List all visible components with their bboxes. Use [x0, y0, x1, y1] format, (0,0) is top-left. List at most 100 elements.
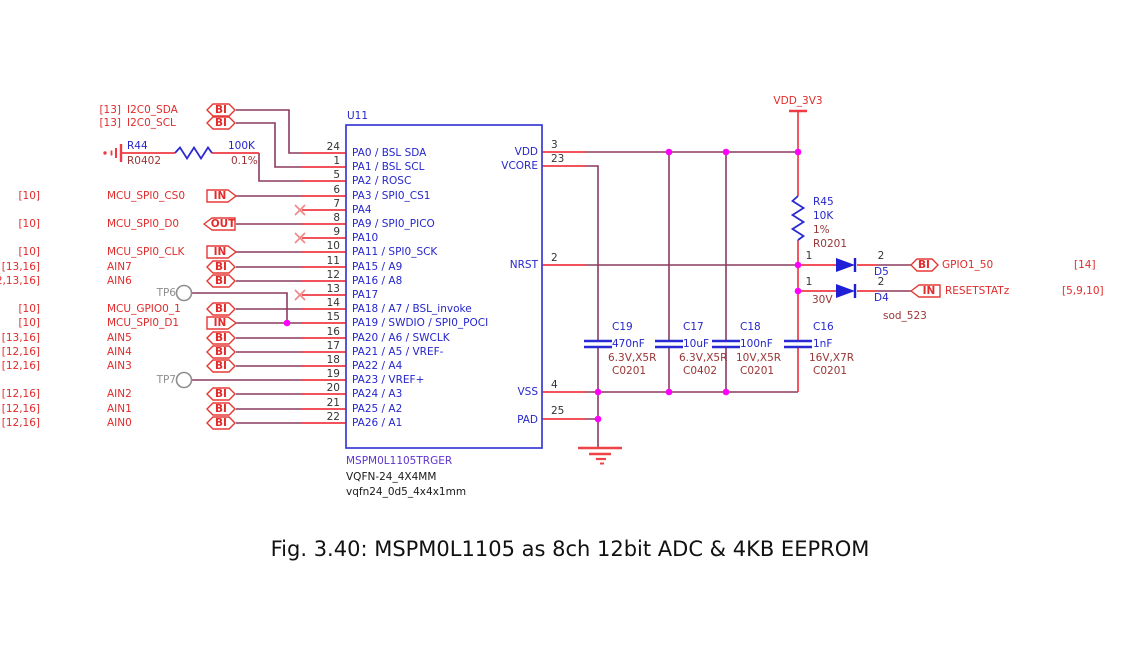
capacitor-value: 10uF	[683, 338, 709, 350]
chip-pin-name: VCORE	[501, 160, 538, 172]
capacitor-rating: 6.3V,X5R	[679, 352, 727, 364]
chip-pin-name: VSS	[517, 386, 538, 398]
resistor-footprint: R0402	[127, 155, 161, 167]
diode-rating: 30V	[812, 294, 833, 306]
chip-pin-name: PA4	[352, 204, 372, 216]
port-i2c0-scl	[206, 116, 236, 130]
port-ain2	[206, 387, 236, 401]
sheet-refs: [10]	[18, 246, 40, 258]
capacitor-rating: 6.3V,X5R	[608, 352, 656, 364]
chip-pin-number: 12	[327, 269, 340, 281]
chip-pin-number: 21	[327, 397, 340, 409]
diode-footprint: sod_523	[883, 310, 927, 322]
chip-pin-number: 23	[551, 153, 564, 165]
port-mcu-spi0-clk	[206, 245, 238, 259]
chip-pin-name: PA24 / A3	[352, 388, 402, 400]
capacitor-refdes: C17	[683, 321, 704, 333]
chip-pin-name: PA10	[352, 232, 378, 244]
chip-pin-name: PA25 / A2	[352, 403, 402, 415]
port-direction-label: BI	[215, 388, 227, 400]
port-gpio1-50	[910, 258, 939, 272]
port-direction-label: OUT	[211, 218, 236, 230]
chip-pin-name: PA15 / A9	[352, 261, 402, 273]
net-label: I2C0_SDA	[127, 104, 179, 116]
sheet-refs: [5,9,10]	[1062, 285, 1104, 297]
chip-pin-number: 7	[333, 198, 340, 210]
sheet-refs: [13,16]	[2, 261, 40, 273]
chip-pin-number: 8	[333, 212, 340, 224]
port-ain3	[206, 359, 236, 373]
capacitor-rating: 16V,X7R	[809, 352, 854, 364]
chip-pin-name: PA16 / A8	[352, 275, 402, 287]
chip-footprint-alt: vqfn24_0d5_4x4x1mm	[346, 486, 466, 498]
port-direction-label: IN	[923, 285, 936, 297]
port-ain0	[206, 416, 236, 430]
net-label: AIN3	[107, 360, 132, 372]
power-net-label: VDD_3V3	[773, 95, 822, 107]
chip-pin-name: VDD	[515, 146, 538, 158]
capacitor-footprint: C0201	[813, 365, 847, 377]
ground-symbol-left	[103, 144, 123, 162]
chip-pin-name: PA11 / SPI0_SCK	[352, 246, 438, 258]
chip-pin-number: 10	[327, 240, 340, 252]
net-label: AIN4	[107, 346, 132, 358]
capacitor-refdes: C18	[740, 321, 761, 333]
chip-pin-number: 13	[327, 283, 340, 295]
sheet-refs: [13,16]	[2, 332, 40, 344]
ground-symbol-bottom	[578, 446, 622, 465]
chip-pin-name: PA21 / A5 / VREF-	[352, 346, 444, 358]
chip-footprint: VQFN-24_4X4MM	[346, 471, 436, 483]
chip-pin-number: 20	[327, 382, 340, 394]
net-label: MCU_SPI0_D0	[107, 218, 179, 230]
test-point-tp7-pad	[175, 371, 193, 389]
chip-pin-number: 11	[327, 255, 340, 267]
port-direction-label: BI	[215, 104, 227, 116]
test-point-label: TP7	[156, 374, 176, 386]
resistor-footprint: R0201	[813, 238, 847, 250]
port-direction-label: BI	[215, 275, 227, 287]
capacitor-refdes: C16	[813, 321, 834, 333]
diode-refdes: D4	[874, 292, 889, 304]
chip-pin-number: 4	[551, 379, 558, 391]
capacitor-value: 470nF	[612, 338, 645, 350]
sheet-refs: [13]	[99, 117, 121, 129]
net-label: GPIO1_50	[942, 259, 993, 271]
sheet-refs: [12,16]	[2, 417, 40, 429]
port-direction-label: BI	[215, 332, 227, 344]
chip-refdes: U11	[347, 110, 368, 122]
chip-pin-number: 6	[333, 184, 340, 196]
resistor-r45-symbol	[790, 195, 806, 241]
chip-pin-number: 3	[551, 139, 558, 151]
chip-pin-name: PA26 / A1	[352, 417, 402, 429]
port-ain1	[206, 402, 236, 416]
capacitor-refdes: C19	[612, 321, 633, 333]
sheet-refs: [12,16]	[2, 346, 40, 358]
port-resetstatz	[909, 284, 941, 298]
chip-pin-number: 25	[551, 405, 564, 417]
port-direction-label: IN	[214, 246, 227, 258]
chip-pin-number: 19	[327, 368, 340, 380]
diode-pin-number: 1	[806, 276, 813, 288]
port-ain5	[206, 331, 236, 345]
chip-pin-name: PA19 / SWDIO / SPI0_POCI	[352, 317, 488, 329]
capacitor-rating: 10V,X5R	[736, 352, 781, 364]
port-ain6	[206, 274, 236, 288]
sheet-refs: [13]	[99, 104, 121, 116]
sheet-refs: [12,16]	[2, 388, 40, 400]
sheet-refs: [10]	[18, 218, 40, 230]
port-direction-label: IN	[214, 190, 227, 202]
chip-pin-number: 17	[327, 340, 340, 352]
chip-pin-name: PA17	[352, 289, 378, 301]
net-label: AIN2	[107, 388, 132, 400]
net-label: AIN0	[107, 417, 132, 429]
test-point-tp6-pad	[175, 284, 193, 302]
port-direction-label: BI	[918, 259, 930, 271]
net-label: MCU_SPI0_D1	[107, 317, 179, 329]
diode-pin-number: 2	[878, 250, 885, 262]
net-label: AIN1	[107, 403, 132, 415]
chip-pin-name: PA1 / BSL SCL	[352, 161, 425, 173]
chip-pin-number: 14	[327, 297, 341, 309]
capacitor-plates	[584, 339, 812, 349]
port-direction-label: BI	[215, 303, 227, 315]
